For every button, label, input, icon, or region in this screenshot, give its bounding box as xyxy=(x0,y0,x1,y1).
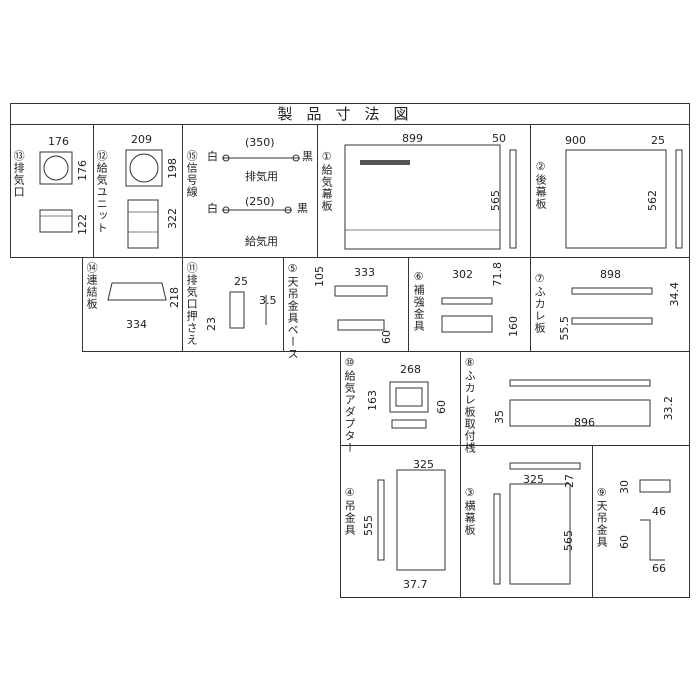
dim-p10-depth: 60 xyxy=(435,400,448,414)
dim-p3-height: 565 xyxy=(562,530,575,551)
dim-p15-white-1: 白 xyxy=(207,150,218,163)
dim-p11-thickness: 3.5 xyxy=(259,294,277,307)
dim-p15-caption-supply: 給気用 xyxy=(245,235,278,248)
dim-p7-depth: 55.5 xyxy=(558,316,571,341)
dim-p5-height: 105 xyxy=(313,266,326,287)
dim-p12-depth: 322 xyxy=(166,208,179,229)
label-p1: ①給気幕板 xyxy=(320,150,334,212)
dim-p9-top: 30 xyxy=(618,480,631,494)
dim-p3-depth: 27 xyxy=(563,474,576,488)
dim-p10-height: 163 xyxy=(366,390,379,411)
dim-p14-height: 218 xyxy=(168,287,181,308)
dim-p11-width: 25 xyxy=(234,275,248,288)
dim-p15-length-supply: (250) xyxy=(245,195,275,208)
dim-p5-depth: 60 xyxy=(380,330,393,344)
dim-p14-width: 334 xyxy=(126,318,147,331)
label-p13: ⑬排気口 xyxy=(12,150,26,198)
label-p7: ⑦ふカレ板 xyxy=(533,272,547,334)
dim-p11-height: 23 xyxy=(205,317,218,331)
label-p12: ⑫給気ユニット xyxy=(95,150,109,234)
dim-p4-height: 555 xyxy=(362,515,375,536)
label-p10: ⑩給気アダプター xyxy=(343,356,357,454)
dim-p4-width: 325 xyxy=(413,458,434,471)
label-p15: ⑮信号線 xyxy=(185,150,199,198)
label-p5: ⑤天吊金具ベース xyxy=(286,262,300,360)
label-p8: ⑧ふカレ板取付桟 xyxy=(463,356,477,454)
dim-p5-width: 333 xyxy=(354,266,375,279)
dim-p2-depth: 25 xyxy=(651,134,665,147)
dim-p15-black-1: 黒 xyxy=(302,150,313,163)
dim-p1-width: 899 xyxy=(402,132,423,145)
dim-p6-width: 302 xyxy=(452,268,473,281)
dim-p12-width: 209 xyxy=(131,133,152,146)
dim-p6-height: 71.8 xyxy=(491,262,504,287)
dim-p12-height: 198 xyxy=(166,158,179,179)
dim-p10-width: 268 xyxy=(400,363,421,376)
dim-p13-width: 176 xyxy=(48,135,69,148)
dim-p1-height: 565 xyxy=(489,190,502,211)
dim-p2-width: 900 xyxy=(565,134,586,147)
dim-p9-depth: 66 xyxy=(652,562,666,575)
dim-p2-height: 562 xyxy=(646,190,659,211)
dim-p7-height: 34.4 xyxy=(668,282,681,307)
dim-p9-width: 46 xyxy=(652,505,666,518)
label-p14: ⑭連結板 xyxy=(85,262,99,310)
label-p11: ⑪排気口押さえ xyxy=(185,262,199,346)
dim-p15-white-2: 白 xyxy=(207,202,218,215)
dim-p7-width: 898 xyxy=(600,268,621,281)
dim-p15-caption-exhaust: 排気用 xyxy=(245,170,278,183)
dim-p6-depth: 160 xyxy=(507,316,520,337)
dim-p15-black-2: 黒 xyxy=(297,202,308,215)
label-p2: ②後幕板 xyxy=(534,160,548,210)
label-p3: ③横幕板 xyxy=(463,486,477,536)
cell-p9 xyxy=(592,445,690,598)
dim-p15-length-exhaust: (350) xyxy=(245,136,275,149)
label-p4: ④吊金具 xyxy=(343,486,357,536)
dim-p9-height: 60 xyxy=(618,535,631,549)
dim-p3-width: 325 xyxy=(523,473,544,486)
dim-p4-depth: 37.7 xyxy=(403,578,428,591)
dim-p8-width: 896 xyxy=(574,416,595,429)
dim-p8-depth: 33.2 xyxy=(662,396,675,421)
dim-p1-depth: 50 xyxy=(492,132,506,145)
label-p9: ⑨天吊金具 xyxy=(595,486,609,548)
dim-p8-height: 35 xyxy=(493,410,506,424)
dim-p13-depth: 122 xyxy=(76,214,89,235)
dim-p13-height: 176 xyxy=(76,160,89,181)
label-p6: ⑥補強金具 xyxy=(412,270,426,332)
